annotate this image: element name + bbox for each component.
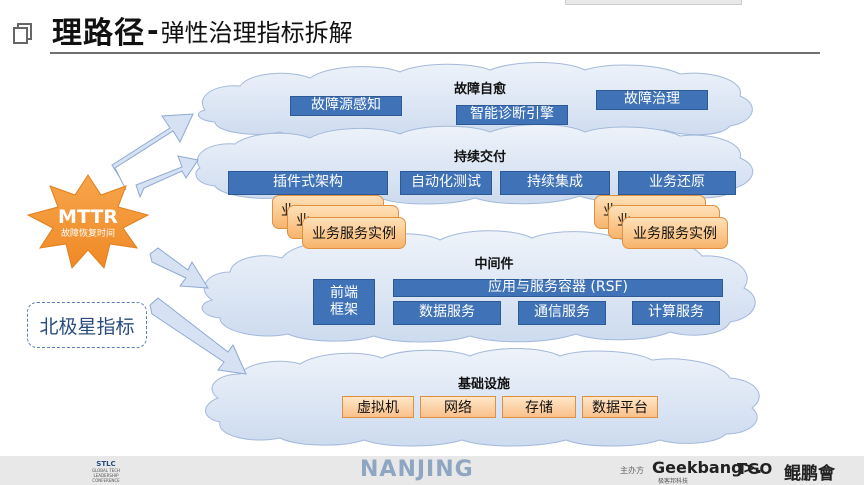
- storage-box: 存储: [502, 396, 576, 418]
- top-edge-fragment: [565, 0, 742, 5]
- application-service-container-box: 应用与服务容器 (RSF): [393, 279, 723, 297]
- self-healing-title: 故障自愈: [453, 82, 506, 97]
- title-subtitle: 弹性治理指标拆解: [160, 18, 353, 47]
- data-service-box: 数据服务: [393, 301, 501, 325]
- tgo-logo: TGO: [737, 460, 773, 478]
- stlc-logo-text: STLC: [96, 460, 116, 468]
- arrow-to-infrastructure: [149, 297, 247, 375]
- service-instance-right: 业务服务实例: [622, 217, 728, 249]
- arrow-to-continuous-delivery: [135, 155, 199, 199]
- arrow-to-self-healing: [111, 113, 194, 191]
- polaris-metric-box: 北极星指标: [27, 302, 147, 348]
- data-platform-box: 数据平台: [582, 396, 658, 418]
- geekbang-logo: Geekbang>.: [652, 458, 763, 477]
- virtual-machine-box: 虚拟机: [342, 396, 414, 418]
- double-arrows: [111, 113, 247, 375]
- network-box: 网络: [420, 396, 496, 418]
- service-instance-left: 业务服务实例: [302, 217, 406, 249]
- footer-bar: [0, 456, 864, 485]
- geekbang-sub: 极客邦科技: [658, 478, 689, 485]
- mttr-label: MTTR: [58, 206, 118, 228]
- nanjing-label: NANJING: [360, 457, 474, 482]
- infrastructure-title: 基础设施: [457, 377, 510, 392]
- kunpeng-logo: 鲲鹏會: [784, 464, 835, 484]
- mttr-badge: MTTR 故障恢复时间: [40, 206, 136, 240]
- continuous-delivery-title: 持续交付: [453, 150, 506, 165]
- fault-governance-box: 故障治理: [596, 90, 708, 110]
- intelligent-diagnosis-engine-box: 智能诊断引擎: [456, 105, 568, 125]
- middleware-title: 中间件: [474, 257, 514, 272]
- title-main: 理路径: [52, 16, 145, 51]
- fault-source-perception-box: 故障源感知: [290, 96, 402, 116]
- frontend-framework-box: 前端 框架: [313, 279, 375, 325]
- title-divider: [50, 52, 820, 54]
- title-dash: -: [147, 13, 159, 47]
- page-title: 理路径 - 弹性治理指标拆解: [52, 8, 353, 52]
- stlc-logo-subtext: GLOBAL TECH LEADERSHIP CONFERENCE: [91, 468, 121, 483]
- mttr-star-shape: [26, 174, 150, 270]
- arrow-to-middleware: [149, 247, 209, 289]
- plugin-architecture-box: 插件式架构: [228, 171, 388, 195]
- communication-service-box: 通信服务: [518, 301, 606, 325]
- sponsor-label: 主办方: [620, 466, 644, 475]
- business-restore-box: 业务还原: [618, 171, 736, 195]
- stlc-logo: STLC GLOBAL TECH LEADERSHIP CONFERENCE: [86, 460, 126, 483]
- automated-testing-box: 自动化测试: [400, 171, 492, 195]
- mttr-sublabel: 故障恢复时间: [60, 229, 115, 239]
- copy-icon: [13, 23, 32, 44]
- continuous-integration-box: 持续集成: [500, 171, 610, 195]
- compute-service-box: 计算服务: [632, 301, 720, 325]
